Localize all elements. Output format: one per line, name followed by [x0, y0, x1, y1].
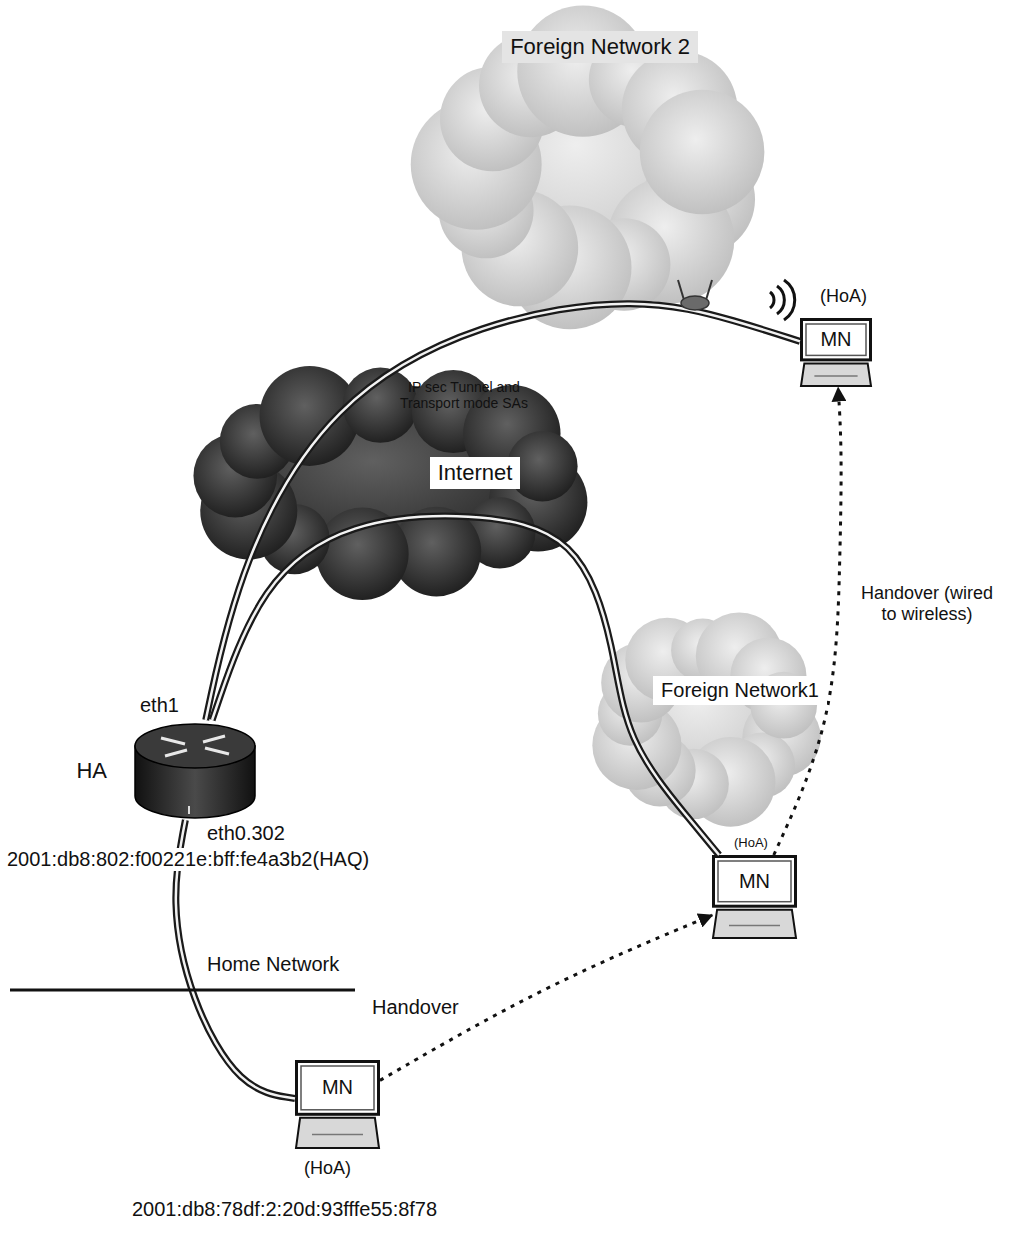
network-title: Foreign Network 2 — [502, 31, 698, 62]
network-name: Home Network — [205, 953, 341, 976]
address-tag: (HoA) — [302, 1158, 353, 1179]
connector-label: IP sec Tunnel and Transport mode SAs — [392, 378, 536, 412]
internet-cloud: Internet — [185, 355, 595, 605]
network-cloud: Foreign Network 2 — [410, 5, 770, 335]
address-tag: (HoA) — [818, 286, 869, 307]
ip-address: 2001:db8:78df:2:20d:93fffe55:8f78 — [130, 1198, 439, 1221]
laptop-icon — [295, 1060, 380, 1150]
cloud-shape — [585, 605, 830, 830]
network-cloud: Foreign Network1 — [585, 605, 830, 830]
mobile-node: MN — [712, 855, 797, 940]
node-label: MN — [739, 870, 770, 893]
mobile-node: MN — [800, 318, 872, 388]
interface-name: eth1 — [138, 694, 181, 717]
node-label: MN — [322, 1076, 353, 1099]
node-label: MN — [820, 328, 851, 351]
mobile-node: MN — [295, 1060, 380, 1150]
network-title: Foreign Network1 — [653, 676, 827, 705]
ip-address: 2001:db8:802:f00221e:bff:fe4a3b2(HAQ) — [5, 848, 371, 871]
cloud-shape — [185, 355, 595, 605]
connector-label: Handover — [370, 995, 461, 1020]
interface-name: eth0.302 — [205, 822, 287, 845]
home-agent-router: HA — [135, 720, 255, 820]
address-tag: (HoA) — [732, 836, 770, 851]
router-icon — [135, 720, 255, 820]
wireless-waves — [770, 280, 795, 320]
network-title: Internet — [430, 457, 521, 488]
laptop-icon — [712, 855, 797, 940]
node-name: HA — [76, 758, 107, 783]
home-network-line — [10, 989, 355, 992]
connector-label: Handover (wired to wireless) — [850, 582, 1004, 625]
